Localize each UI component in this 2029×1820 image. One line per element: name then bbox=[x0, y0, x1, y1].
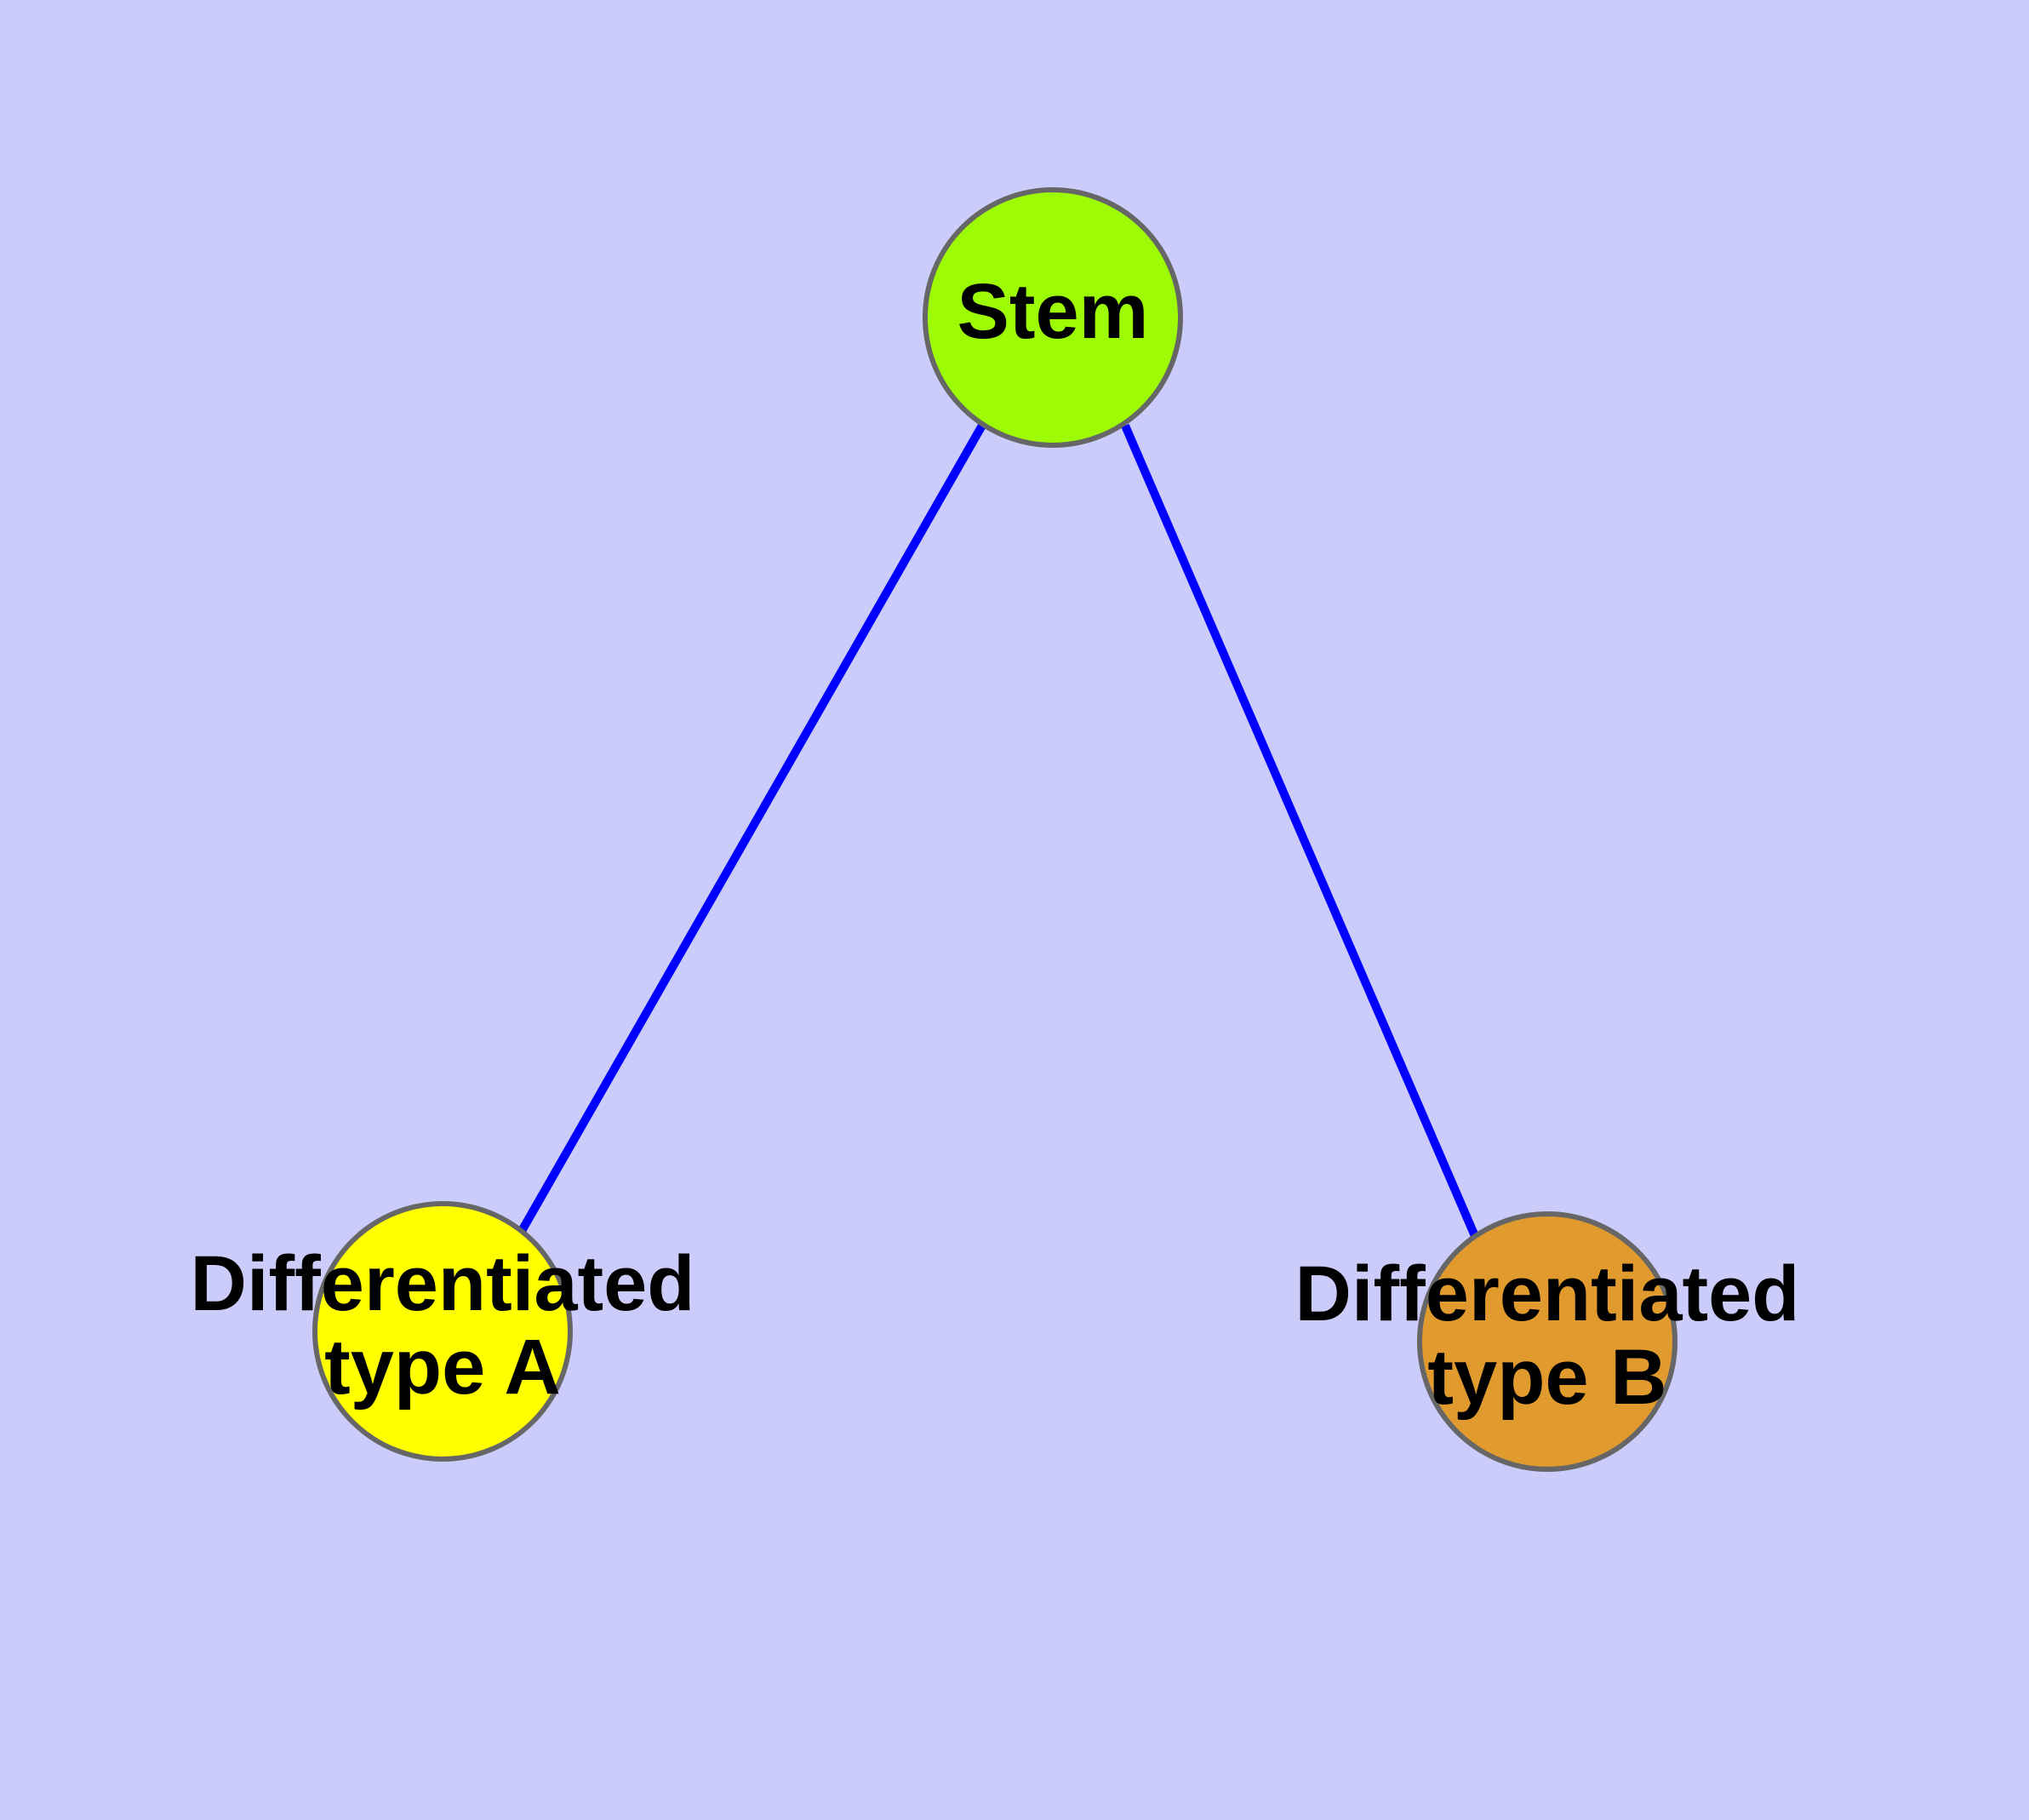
node-label-line: type B bbox=[1427, 1334, 1666, 1421]
nodes-group bbox=[312, 187, 1677, 1472]
node-label-line: Stem bbox=[957, 268, 1149, 355]
edge-stem-to-diff-b[interactable] bbox=[1121, 424, 1479, 1238]
node-label-line: type A bbox=[324, 1324, 561, 1411]
edge-stem-to-diff-a[interactable] bbox=[517, 421, 987, 1233]
edges-group bbox=[517, 421, 1479, 1238]
node-label-line: Differentiated bbox=[1295, 1251, 1800, 1338]
node-label-line: Differentiated bbox=[191, 1241, 695, 1328]
node-circle-diff_a[interactable] bbox=[312, 1201, 573, 1462]
node-circle-stem[interactable] bbox=[923, 187, 1183, 448]
node-circle-diff_b[interactable] bbox=[1417, 1211, 1677, 1472]
node-label-stem: Stem bbox=[957, 268, 1149, 355]
